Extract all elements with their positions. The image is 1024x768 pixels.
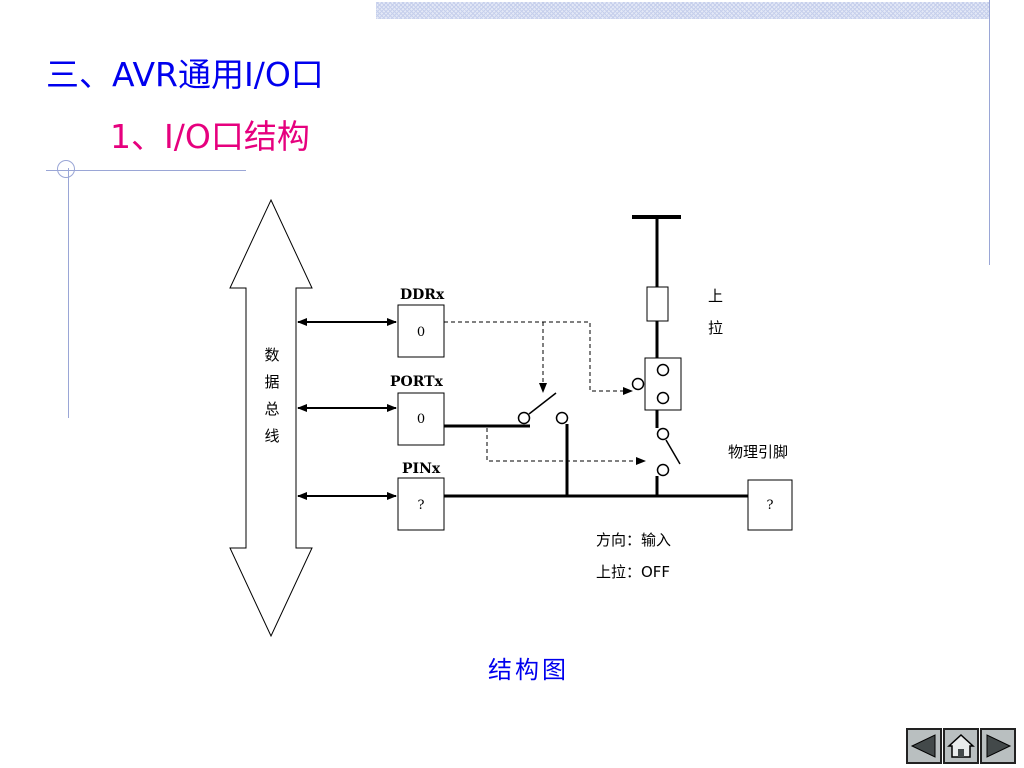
pullup-label-1: 上 xyxy=(708,287,723,305)
pullup-state-text: 上拉：OFF xyxy=(596,563,670,581)
physical-pin-value: ? xyxy=(767,498,774,513)
triangle-left-icon xyxy=(910,734,936,758)
next-slide-button[interactable] xyxy=(980,728,1016,764)
ddr-value: 0 xyxy=(417,325,425,340)
triangle-right-icon xyxy=(986,734,1012,758)
bus-label-1: 数 xyxy=(264,346,279,364)
pullup-resistor xyxy=(646,286,669,322)
direction-switch-blade xyxy=(665,439,681,465)
physical-pin-box xyxy=(747,479,793,531)
port-value: 0 xyxy=(417,412,425,427)
pullup-switch-contact-bottom xyxy=(656,391,670,405)
ddr-register xyxy=(397,304,445,358)
bus-label-2: 据 xyxy=(264,373,279,391)
bus-label-4: 线 xyxy=(264,427,279,445)
port-label: PORTx xyxy=(390,374,444,390)
pullup-switch-contact-top xyxy=(656,363,670,377)
pin-label: PINx xyxy=(402,461,441,477)
pin-register xyxy=(397,477,445,531)
slide-nav xyxy=(906,728,1018,764)
top-decor-bar xyxy=(376,2,990,19)
port-switch-contact-right xyxy=(555,411,569,425)
direction-switch-contact-top xyxy=(656,427,670,441)
physical-pin-label: 物理引脚 xyxy=(728,443,788,461)
pullup-switch-input-contact xyxy=(631,377,645,391)
ddr-label: DDRx xyxy=(400,287,445,303)
pullup-label-2: 拉 xyxy=(708,319,723,337)
direction-switch-contact-bottom xyxy=(656,463,670,477)
left-decor-hline xyxy=(46,170,246,171)
data-bus-arrow xyxy=(229,198,313,638)
pin-value: ? xyxy=(418,498,425,513)
port-control-dashed xyxy=(486,428,646,465)
slide-subtitle: 1、I/O口结构 xyxy=(110,117,310,156)
ddr-control-dashed xyxy=(444,321,633,395)
port-switch-contact-left xyxy=(517,411,531,425)
home-button[interactable] xyxy=(943,728,979,764)
home-icon xyxy=(947,733,975,758)
direction-text: 方向：输入 xyxy=(596,531,671,549)
bus-label-3: 总 xyxy=(264,400,279,418)
port-switch-blade xyxy=(528,392,557,415)
left-decor-line xyxy=(68,168,69,418)
decor-circle xyxy=(57,160,75,178)
slide-title: 三、AVR通用I/O口 xyxy=(46,55,324,94)
prev-slide-button[interactable] xyxy=(906,728,942,764)
right-decor-line xyxy=(989,0,990,265)
diagram-caption: 结构图 xyxy=(488,656,569,684)
port-register xyxy=(397,392,445,446)
